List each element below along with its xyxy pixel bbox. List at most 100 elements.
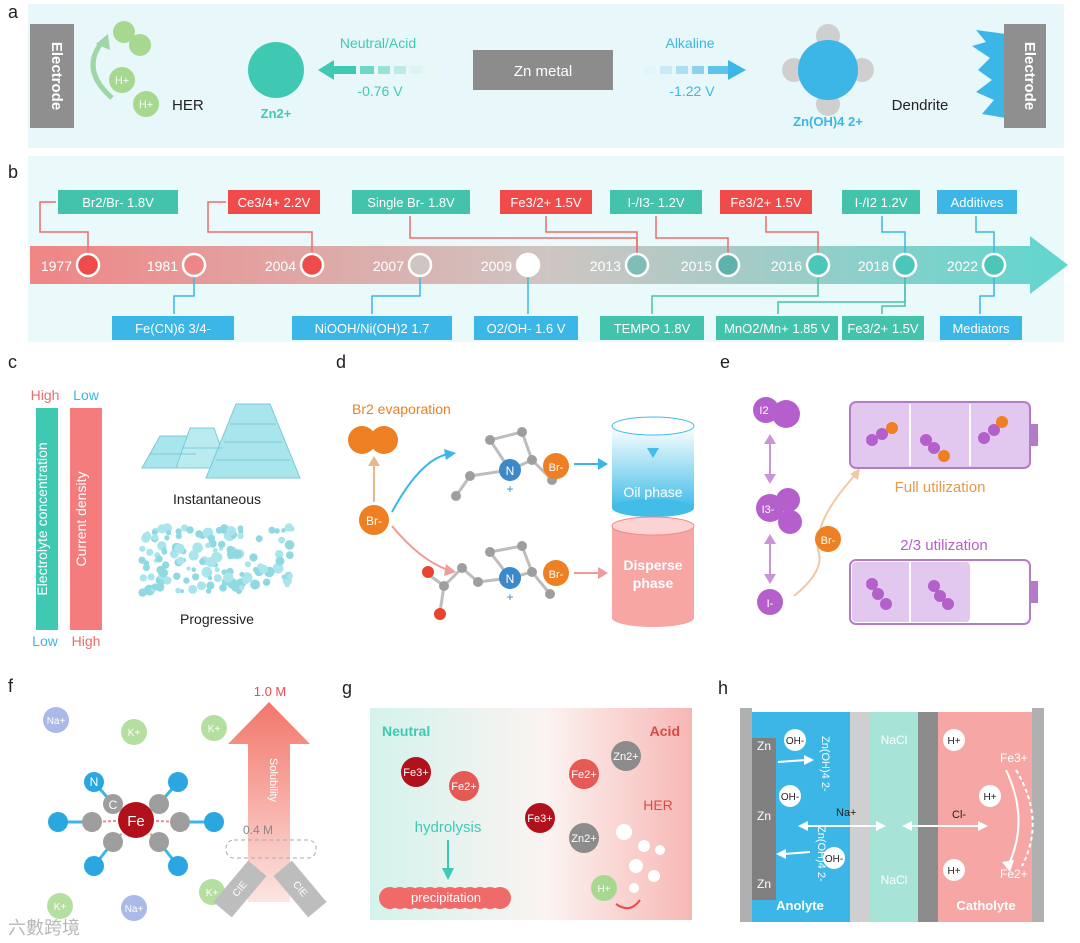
nucleus-blob bbox=[213, 574, 222, 583]
nucleus-blob bbox=[274, 528, 280, 534]
nucleus-blob bbox=[155, 555, 163, 563]
h-ion-2-label: H+ bbox=[139, 99, 153, 111]
nucleus-blob bbox=[242, 577, 249, 585]
fe3-ion-1 bbox=[401, 757, 431, 787]
na-plus-h: Na+ bbox=[836, 807, 857, 819]
panel-d-label: d bbox=[336, 352, 346, 372]
nitrogen-atom bbox=[48, 812, 68, 832]
zn-h-1: Zn bbox=[757, 739, 771, 753]
timeline-bottom-box bbox=[292, 316, 452, 340]
panel-a-label: a bbox=[8, 2, 19, 22]
nucleus-blob bbox=[272, 562, 284, 574]
na1-label: Na+ bbox=[47, 716, 66, 727]
carbon-atom bbox=[149, 832, 169, 852]
i3-atom-2 bbox=[776, 488, 800, 512]
panel-b-label: b bbox=[8, 162, 18, 182]
timeline-bottom-box bbox=[474, 316, 578, 340]
nucleus-blob bbox=[255, 535, 263, 543]
br-ion-e bbox=[815, 526, 841, 552]
panel-c: c High Low Electrolyte concentration Cur… bbox=[8, 352, 301, 649]
nucleus-blob bbox=[239, 571, 245, 577]
fe2-ion-2 bbox=[569, 759, 599, 789]
br-utilization-path bbox=[793, 473, 857, 597]
timeline-top-box bbox=[500, 190, 592, 214]
oh-h-3: OH- bbox=[825, 854, 843, 865]
nucleus-blob bbox=[151, 583, 159, 590]
nucleus-blob bbox=[205, 557, 217, 568]
nucleus-blob bbox=[285, 551, 294, 559]
carbon-atom bbox=[149, 794, 169, 814]
alkaline-voltage: -1.22 V bbox=[669, 83, 715, 99]
dendrite-shape bbox=[972, 30, 1006, 118]
nucleus-blob bbox=[205, 542, 211, 549]
nucleus-blob bbox=[186, 526, 194, 534]
nucleus-blob bbox=[284, 523, 294, 532]
br2-atom-1 bbox=[348, 426, 376, 454]
path-to-disperse bbox=[391, 525, 449, 571]
zn2-ion-g2 bbox=[569, 823, 599, 853]
timeline-connector bbox=[979, 276, 995, 314]
zincate-label: Zn(OH)4 2+ bbox=[793, 114, 863, 129]
timeline-connector bbox=[173, 276, 195, 314]
low-bottom-label: Low bbox=[32, 633, 59, 649]
c-label-f: C bbox=[109, 798, 118, 812]
nucleus-blob bbox=[275, 549, 284, 559]
nucleus-blob bbox=[249, 553, 258, 562]
nucleus-blob bbox=[238, 585, 245, 591]
k3-label: K+ bbox=[54, 902, 67, 913]
i2-label: I2 bbox=[759, 405, 768, 417]
timeline-top-box bbox=[610, 190, 702, 214]
disperse-label-2: phase bbox=[633, 575, 674, 591]
nacl-h-1: NaCl bbox=[881, 733, 908, 747]
neutral-acid-arrow bbox=[318, 60, 438, 80]
timeline-connector bbox=[765, 216, 819, 254]
i3-label: I3- bbox=[762, 504, 775, 516]
timeline-year: 2016 bbox=[771, 258, 802, 274]
alkaline-arrow bbox=[644, 60, 746, 80]
nucleus-blob bbox=[151, 534, 159, 541]
disperse-label-1: Disperse bbox=[623, 557, 682, 573]
timeline-node-2015 bbox=[715, 252, 741, 278]
carbon-atom bbox=[82, 812, 102, 832]
nucleus-blob bbox=[175, 587, 181, 594]
her-arrow-head bbox=[96, 34, 110, 50]
catholyte-label: Catholyte bbox=[956, 898, 1015, 913]
timeline-bottom-box-label: O2/OH- 1.6 V bbox=[487, 321, 566, 336]
timeline-top-box bbox=[842, 190, 920, 214]
high-bottom-label: High bbox=[72, 633, 101, 649]
nucleus-blob bbox=[192, 573, 200, 581]
br-ion-source bbox=[359, 505, 389, 535]
current-density-bar bbox=[70, 408, 102, 630]
zn-metal-label: Zn metal bbox=[514, 63, 572, 80]
zn2b-label: Zn2+ bbox=[571, 833, 596, 845]
h-plus-h-3: H+ bbox=[947, 866, 960, 877]
timeline-top-box bbox=[228, 190, 320, 214]
nucleus-blob bbox=[147, 573, 155, 581]
timeline-top-box bbox=[58, 190, 178, 214]
nucleus-blob bbox=[237, 532, 244, 540]
neutral-label: Neutral bbox=[382, 723, 430, 739]
neutral-chamber bbox=[870, 712, 918, 922]
timeline-bottom-box bbox=[112, 316, 234, 340]
nucleus-blob bbox=[161, 548, 168, 555]
nucleus-blob bbox=[286, 572, 293, 580]
timeline-year: 2007 bbox=[373, 258, 404, 274]
h-ion-1 bbox=[109, 67, 135, 93]
nitrogen-atom bbox=[204, 812, 224, 832]
timeline-year: 1977 bbox=[41, 258, 72, 274]
neutral-voltage: -0.76 V bbox=[357, 83, 403, 99]
panel-e-label: e bbox=[720, 352, 730, 372]
timeline-year: 2022 bbox=[947, 258, 978, 274]
timeline-node-2013 bbox=[624, 252, 650, 278]
h-plus-g-label: H+ bbox=[597, 884, 610, 895]
nitrogen-atom bbox=[168, 772, 188, 792]
nucleus-blob bbox=[250, 579, 261, 590]
nucleus-blob bbox=[176, 556, 185, 565]
nucleus-blob bbox=[205, 588, 212, 594]
i3-atom-3 bbox=[778, 510, 802, 534]
anolyte-label: Anolyte bbox=[776, 898, 824, 913]
nucleus-blob bbox=[173, 572, 181, 580]
nucleus-blob bbox=[188, 584, 198, 594]
br-e-label: Br- bbox=[821, 535, 836, 547]
